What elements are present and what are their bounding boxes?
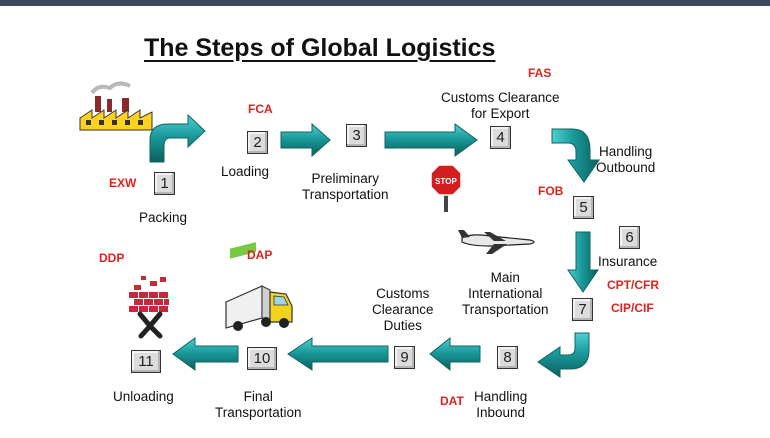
- step-box-5: 5: [573, 196, 594, 219]
- step-label-1: Packing: [139, 210, 188, 225]
- top-bar: [0, 0, 770, 6]
- incoterm-exw: EXW: [109, 176, 137, 190]
- incoterm-cpt-cfr: CPT/CFR: [607, 278, 659, 292]
- step-box-1: 1: [154, 172, 175, 195]
- step-label-9: Customs Clearance Duties: [372, 286, 434, 333]
- airplane-icon: [458, 230, 535, 254]
- arrow-4-5: [551, 128, 600, 183]
- step-label-8: Handling Inbound: [474, 389, 528, 420]
- incoterm-dat: DAT: [440, 394, 464, 408]
- step-label-7: Main International Transportation: [462, 270, 549, 317]
- delivery-truck-icon: [225, 242, 293, 331]
- arrow-7-8: [537, 332, 590, 378]
- arrow-3-4: [384, 123, 478, 157]
- step-box-2: 2: [247, 131, 268, 154]
- arrow-8-9: [429, 336, 481, 372]
- factory-icon: [79, 81, 153, 131]
- incoterm-dap: DAP: [247, 248, 273, 262]
- step-label-6: Insurance: [598, 254, 658, 269]
- step-box-8: 8: [497, 346, 518, 369]
- broken-wall-icon: [129, 276, 169, 339]
- step-label-4: Customs Clearance for Export: [441, 90, 560, 121]
- arrow-2-3: [280, 122, 331, 158]
- step-label-2: Loading: [221, 164, 270, 179]
- step-box-11: 11: [131, 350, 161, 373]
- incoterm-fob: FOB: [538, 184, 564, 198]
- arrow-5-7: [567, 231, 599, 293]
- incoterm-fca: FCA: [248, 102, 273, 116]
- step-label-3: Preliminary Transportation: [302, 171, 389, 202]
- step-label-11: Unloading: [113, 389, 174, 404]
- stop-sign-icon: STOP: [430, 164, 462, 212]
- arrow-10-11: [172, 337, 239, 371]
- step-box-10: 10: [247, 347, 277, 370]
- step-box-3: 3: [346, 124, 367, 147]
- step-box-6: 6: [619, 226, 640, 249]
- incoterm-fas: FAS: [528, 66, 552, 80]
- step-box-7: 7: [572, 298, 593, 321]
- step-box-4: 4: [490, 126, 511, 149]
- incoterm-cip-cif: CIP/CIF: [611, 301, 654, 315]
- step-label-10: Final Transportation: [215, 389, 302, 420]
- arrow-1-2: [149, 113, 206, 163]
- diagram-title: The Steps of Global Logistics: [144, 34, 496, 62]
- incoterm-ddp: DDP: [99, 251, 125, 265]
- step-box-9: 9: [394, 346, 415, 369]
- step-label-5: Handling Outbound: [596, 144, 656, 175]
- arrow-9-10: [287, 337, 389, 371]
- svg-text:STOP: STOP: [435, 177, 457, 186]
